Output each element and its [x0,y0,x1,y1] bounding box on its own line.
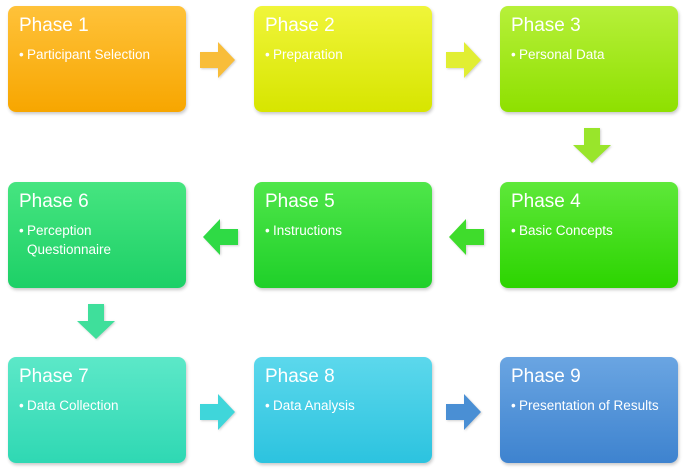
arrow-right-icon [446,393,482,431]
phase-2-box: Phase 2 • Preparation [254,6,432,112]
bullet-icon: • [265,398,270,413]
bullet-icon: • [511,223,516,238]
arrow-down-icon [76,304,116,340]
arrow-right-icon [200,41,236,79]
phase-6-box: Phase 6 • Perception Questionnaire [8,182,186,288]
phase-2-item-text: Preparation [273,47,343,62]
phase-7-item: • Data Collection [19,396,176,415]
bullet-icon: • [265,223,270,238]
phase-1-item-text: Participant Selection [27,47,151,62]
phase-6-title: Phase 6 [19,191,89,212]
phase-9-item-text: Presentation of Results [519,398,659,413]
bullet-icon: • [511,47,516,62]
phase-2-item: • Preparation [265,45,422,64]
phase-9-title: Phase 9 [511,366,581,387]
phase-5-item-text: Instructions [273,223,343,238]
phase-8-box: Phase 8 • Data Analysis [254,357,432,463]
phase-9-item: • Presentation of Results [511,396,668,415]
phase-5-item: • Instructions [265,221,422,240]
phase-4-box: Phase 4 • Basic Concepts [500,182,678,288]
phase-9-box: Phase 9 • Presentation of Results [500,357,678,463]
bullet-icon: • [19,223,24,238]
bullet-icon: • [19,47,24,62]
phase-7-title: Phase 7 [19,366,89,387]
phase-8-item: • Data Analysis [265,396,422,415]
phase-2-title: Phase 2 [265,15,335,36]
phase-1-title: Phase 1 [19,15,89,36]
phase-8-title: Phase 8 [265,366,335,387]
arrow-right-icon [200,393,236,431]
phase-6-item-text: Perception Questionnaire [27,223,112,257]
phase-6-item: • Perception Questionnaire [19,221,176,259]
bullet-icon: • [511,398,516,413]
phase-3-item-text: Personal Data [519,47,605,62]
arrow-left-icon [202,218,238,256]
arrow-right-icon [446,41,482,79]
bullet-icon: • [265,47,270,62]
arrow-down-icon [572,128,612,164]
bullet-icon: • [19,398,24,413]
phase-5-box: Phase 5 • Instructions [254,182,432,288]
phase-7-item-text: Data Collection [27,398,119,413]
phase-3-item: • Personal Data [511,45,668,64]
phase-1-item: • Participant Selection [19,45,176,64]
phase-7-box: Phase 7 • Data Collection [8,357,186,463]
phase-4-item: • Basic Concepts [511,221,668,240]
phase-8-item-text: Data Analysis [273,398,355,413]
phase-1-box: Phase 1 • Participant Selection [8,6,186,112]
phase-4-title: Phase 4 [511,191,581,212]
phase-5-title: Phase 5 [265,191,335,212]
phase-3-box: Phase 3 • Personal Data [500,6,678,112]
arrow-left-icon [448,218,484,256]
phase-4-item-text: Basic Concepts [519,223,613,238]
phase-3-title: Phase 3 [511,15,581,36]
